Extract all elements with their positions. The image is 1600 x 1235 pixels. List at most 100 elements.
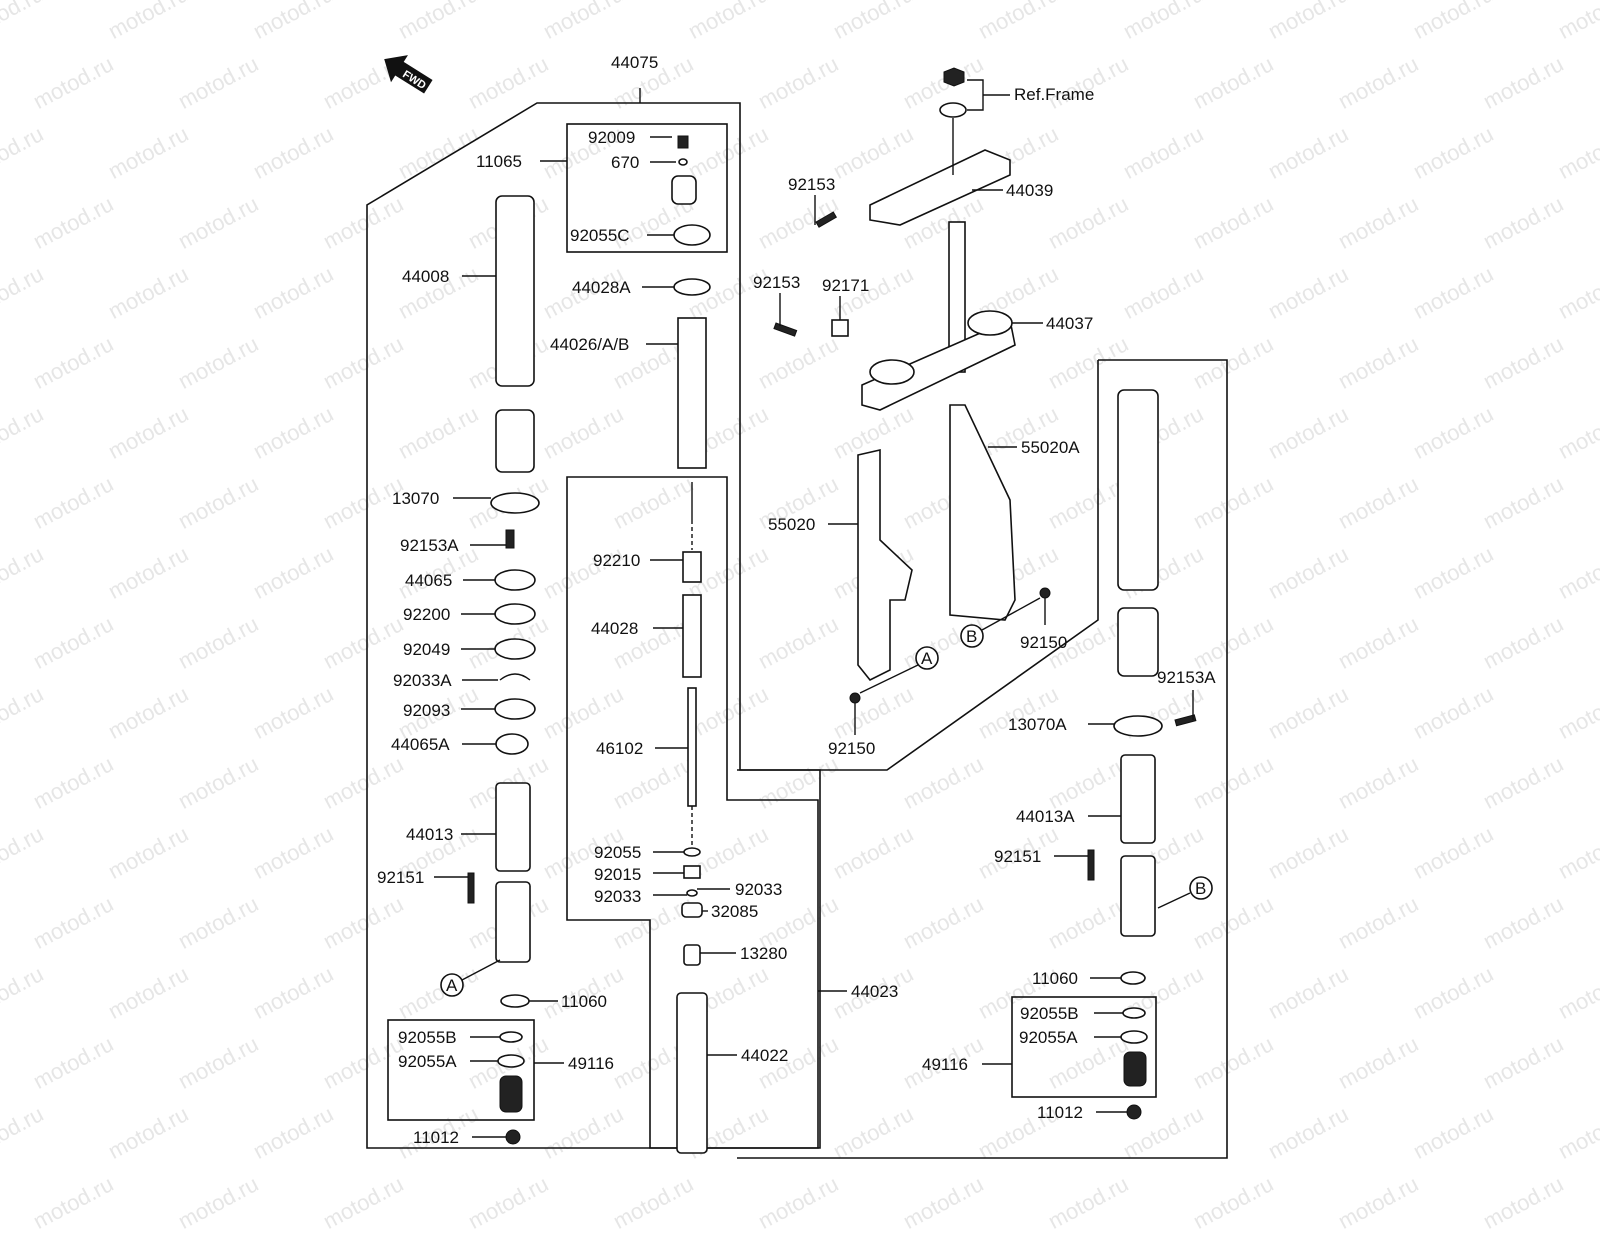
- fork-guard-55020-icon: [857, 448, 913, 682]
- label-92151-l: 92151: [377, 868, 424, 887]
- oring-92055B-icon: [499, 1031, 523, 1043]
- cap-bolt-icon: [671, 175, 697, 205]
- washer-icon: [939, 102, 967, 118]
- base-valve-box-right: [1011, 996, 1157, 1098]
- callout-a-label: A: [446, 976, 458, 995]
- label-92033-l: 92033: [594, 887, 641, 906]
- bolt-92151-r-icon: [1087, 849, 1095, 881]
- base-valve-box-left: [387, 1019, 535, 1121]
- label-13070A: 13070A: [1008, 715, 1067, 734]
- axle-bracket-right-icon: [1120, 855, 1156, 937]
- callout-a-guard: [915, 646, 939, 670]
- spring-seat-44028A-icon: [673, 278, 711, 296]
- label-44022: 44022: [741, 1046, 788, 1065]
- outer-tube-44008-icon: [495, 195, 535, 387]
- outer-tube-right-lower-icon: [1117, 607, 1159, 677]
- callout-b-guard-label: B: [966, 627, 977, 646]
- piston-32085-icon: [681, 902, 703, 918]
- label-44023: 44023: [851, 982, 898, 1001]
- washer-92200-icon: [494, 603, 536, 625]
- label-11060-r: 11060: [1032, 969, 1078, 988]
- nut-11012-r-icon: [1126, 1104, 1142, 1120]
- label-92033A: 92033A: [393, 671, 452, 690]
- steering-nut-icon: [943, 67, 965, 87]
- callout-b-right: [1189, 876, 1213, 900]
- label-92153A-l: 92153A: [400, 536, 459, 555]
- label-44013: 44013: [406, 825, 453, 844]
- cylinder-44022-icon: [676, 992, 708, 1154]
- clamp-13070-icon: [490, 492, 540, 514]
- label-92015: 92015: [594, 865, 641, 884]
- label-13280: 13280: [740, 944, 787, 963]
- bolt-92153-top-icon: [815, 211, 838, 228]
- outer-tube-right-icon: [1117, 389, 1159, 591]
- label-92153-top: 92153: [788, 175, 835, 194]
- fork-guard-55020A-icon: [949, 404, 1016, 621]
- label-92093: 92093: [403, 701, 450, 720]
- label-46102: 46102: [596, 739, 643, 758]
- label-44028: 44028: [591, 619, 638, 638]
- seal-92049-icon: [494, 638, 536, 660]
- upper-triple-clamp-icon: [869, 149, 1011, 226]
- label-92049: 92049: [403, 640, 450, 659]
- label-44026: 44026/A/B: [550, 335, 629, 354]
- callout-a-guard-label: A: [921, 649, 933, 668]
- rod-46102-icon: [687, 687, 697, 807]
- label-92055B-l: 92055B: [398, 1028, 457, 1047]
- label-44039: 44039: [1006, 181, 1053, 200]
- oring-92055-icon: [683, 847, 701, 857]
- label-11012-l: 11012: [413, 1128, 459, 1147]
- bolt-92153A-icon: [505, 529, 515, 549]
- clamp-ring-right-icon: [967, 310, 1013, 336]
- label-92033-r: 92033: [735, 880, 782, 899]
- axle-bracket-icon: [495, 881, 531, 963]
- outer-tube-lower-icon: [495, 409, 535, 473]
- bushing-44065-icon: [494, 569, 536, 591]
- label-49116-r: 49116: [922, 1055, 968, 1074]
- right-fork-boundary: [737, 359, 1228, 1159]
- label-92150-a: 92150: [828, 739, 875, 758]
- label-92153A-r: 92153A: [1157, 668, 1216, 687]
- label-44008: 44008: [402, 267, 449, 286]
- spring-44026-icon: [677, 317, 707, 469]
- rod-44028-icon: [682, 594, 702, 678]
- label-55020: 55020: [768, 515, 815, 534]
- label-92055A-l: 92055A: [398, 1052, 457, 1071]
- valve-13280-icon: [683, 944, 701, 966]
- bolt-92153A-r-icon: [1174, 714, 1197, 727]
- label-92055: 92055: [594, 843, 641, 862]
- callout-b-guard: [960, 624, 984, 648]
- right-fork-boundary-inner: [737, 360, 1099, 771]
- fwd-arrow-icon: FWD: [384, 55, 433, 94]
- bolt-92009-icon: [677, 135, 689, 149]
- callout-a-left: [440, 973, 464, 997]
- label-44075: 44075: [611, 53, 658, 72]
- oring-11060-icon: [500, 994, 530, 1008]
- label-44028A: 44028A: [572, 278, 631, 297]
- oring-11060-r-icon: [1120, 971, 1146, 985]
- label-92009: 92009: [588, 128, 635, 147]
- label-92151-r: 92151: [994, 847, 1041, 866]
- nut-92015-icon: [683, 865, 701, 879]
- label-44065: 44065: [405, 571, 452, 590]
- damper-assembly-box: [566, 476, 819, 1149]
- label-32085: 32085: [711, 902, 758, 921]
- bushing-44065A-icon: [495, 733, 529, 755]
- label-44013A: 44013A: [1016, 807, 1075, 826]
- fork-assembly-boundary: [366, 102, 821, 1149]
- inner-tube-44013-icon: [495, 782, 531, 872]
- oring-92055A-icon: [497, 1054, 525, 1068]
- nut-92210-icon: [682, 551, 702, 583]
- label-670: 670: [611, 153, 639, 172]
- callout-b-right-label: B: [1195, 879, 1206, 898]
- bolt-92150-a-icon: [849, 692, 861, 704]
- label-55020A: 55020A: [1021, 438, 1080, 457]
- oring-92055C-icon: [673, 224, 711, 246]
- cap-assembly-box: [566, 123, 728, 253]
- label-11012-r: 11012: [1037, 1103, 1083, 1122]
- label-13070: 13070: [392, 489, 439, 508]
- bolt-92151-icon: [467, 872, 475, 904]
- bracket-92171-icon: [831, 319, 849, 337]
- bolt-92153-mid-icon: [773, 322, 798, 337]
- inner-tube-44013A-icon: [1120, 754, 1156, 844]
